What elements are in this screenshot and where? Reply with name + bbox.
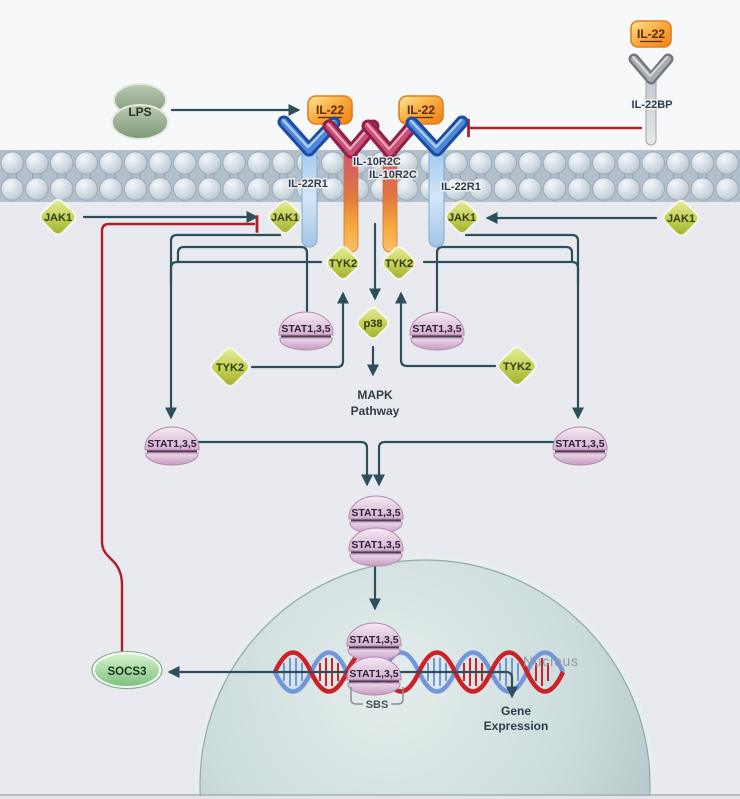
sbs-binding-site: SBS [350, 687, 404, 711]
jak1-diamond-receptor-right: JAK1 [445, 200, 479, 234]
stat-activated-left: STAT1,3,5 [144, 426, 200, 466]
il22bp-stem [645, 76, 657, 146]
gene-expression-label: Gene Expression [484, 704, 549, 733]
il22-label-right: IL-22 [407, 103, 435, 117]
mapk-pathway-label: MAPK Pathway [351, 388, 400, 418]
plasma-membrane [0, 150, 740, 202]
line-tyk2-to-bundle-left [169, 260, 323, 286]
bottom-margin [0, 796, 740, 799]
il10r2c-receptor-right [361, 119, 419, 253]
il22-ligand-bp [630, 20, 672, 48]
socs3-label: SOCS3 [108, 666, 147, 678]
stat-docked-right: STAT1,3,5 [409, 311, 465, 351]
stat-docked-left: STAT1,3,5 [278, 311, 334, 351]
tyk2-diamond-receptor-right: TYK2 [382, 246, 416, 280]
tyk2-diamond-receptor-left: TYK2 [326, 246, 360, 280]
stat-label: STAT1,3,5 [555, 438, 604, 450]
stat-label: STAT1,3,5 [147, 438, 196, 450]
socs3-molecule: SOCS3 [91, 650, 163, 690]
nucleus-label: Nucleus [523, 654, 579, 669]
tyk2-label: TYK2 [385, 258, 413, 270]
arrow-stat-to-socs3-and-gene [167, 665, 519, 699]
tyk2-label: TYK2 [329, 258, 357, 270]
jak1-diamond-receptor-left: JAK1 [268, 200, 302, 234]
line-jak1-to-stat-left [164, 233, 282, 420]
stat-label: STAT1,3,5 [351, 539, 400, 551]
stat-dimer-bottom: STAT1,3,5 [348, 527, 404, 567]
il22-label-left: IL-22 [316, 103, 344, 117]
jak1-label: JAK1 [448, 212, 476, 224]
il22-ligand-right: IL-22 [398, 95, 444, 125]
gene-label-line1: Gene [501, 704, 531, 718]
il22-label-bp: IL-22 [637, 27, 665, 41]
stat-nuclear-top: STAT1,3,5 [346, 622, 402, 662]
signal-lines [82, 103, 658, 699]
sbs-label: SBS [366, 699, 389, 711]
line-tyk2-to-bundle-right [422, 260, 580, 286]
stat-activated-right: STAT1,3,5 [552, 426, 608, 466]
inhibit-socs3-to-jak1 [100, 222, 256, 653]
il10r2c-label-right: IL-10R2C [369, 169, 417, 181]
line-docked-stat-right [435, 245, 574, 313]
stat-nuclear-bottom: STAT1,3,5 [346, 656, 402, 696]
arrow-tyk2-recruit-right [394, 291, 497, 368]
jak1-diamond-free-left: JAK1 [39, 198, 77, 236]
gene-label-line2: Expression [484, 719, 549, 733]
mapk-label-line2: Pathway [351, 404, 400, 418]
il22r1-stem-right [428, 147, 445, 248]
lps-molecule: LPS [111, 83, 169, 140]
mapk-label-line1: MAPK [357, 388, 393, 402]
jak1-label: JAK1 [44, 212, 72, 224]
il22bp-label: IL-22BP [632, 99, 673, 111]
line-jak1-to-stat-right [464, 233, 585, 420]
lps-label: LPS [128, 105, 151, 119]
il22bp-complex: IL-22 [628, 20, 674, 146]
arrow-statleft-to-dimer [197, 440, 374, 487]
p38-diamond: p38 [356, 306, 390, 340]
jak1-label: JAK1 [271, 212, 299, 224]
il22r1-receptor-right [405, 115, 469, 248]
jak1-diamond-free-right: JAK1 [662, 199, 700, 237]
tyk2-label: TYK2 [216, 362, 244, 374]
il22r1-stem-left [301, 147, 318, 248]
stat-label: STAT1,3,5 [281, 323, 330, 335]
p38-label: p38 [364, 318, 383, 330]
stat-label: STAT1,3,5 [351, 507, 400, 519]
stat-label: STAT1,3,5 [412, 323, 461, 335]
il22r1-label-left: IL-22R1 [288, 178, 328, 190]
line-docked-stat-left [176, 245, 309, 313]
tyk2-diamond-free-right: TYK2 [497, 346, 537, 386]
jak1-label: JAK1 [667, 213, 695, 225]
tyk2-diamond-free-left: TYK2 [210, 347, 250, 387]
arrow-tyk2-recruit-left [250, 291, 350, 369]
stat-label: STAT1,3,5 [349, 668, 398, 680]
arrow-statright-to-dimer [372, 440, 555, 487]
tyk2-label: TYK2 [503, 361, 531, 373]
il10r2c-label-left: IL-10R2C [353, 156, 401, 168]
il22r1-label-right: IL-22R1 [441, 181, 481, 193]
stat-label: STAT1,3,5 [349, 634, 398, 646]
il22-ligand-left: IL-22 [307, 95, 353, 125]
il10r2c-receptor-left [322, 119, 380, 253]
